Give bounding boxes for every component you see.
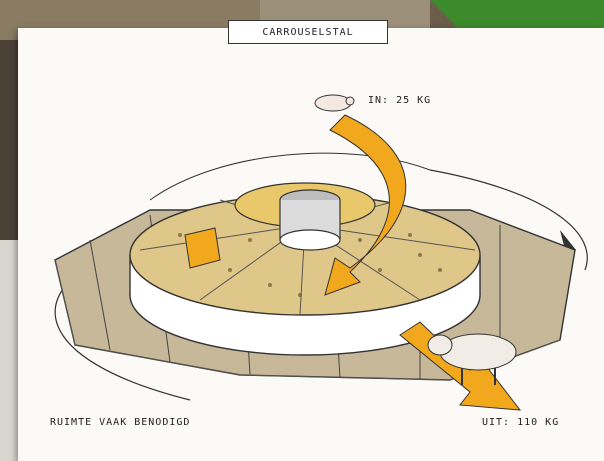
label-space-needed: RUIMTE VAAK BENODIGD	[50, 417, 190, 428]
label-pigs-in: IN: 25 KG	[368, 95, 431, 106]
diagram-title: CARROUSELSTAL	[228, 20, 388, 44]
piglet-icon	[315, 95, 354, 111]
label-pigs-out: UIT: 110 KG	[482, 417, 559, 428]
